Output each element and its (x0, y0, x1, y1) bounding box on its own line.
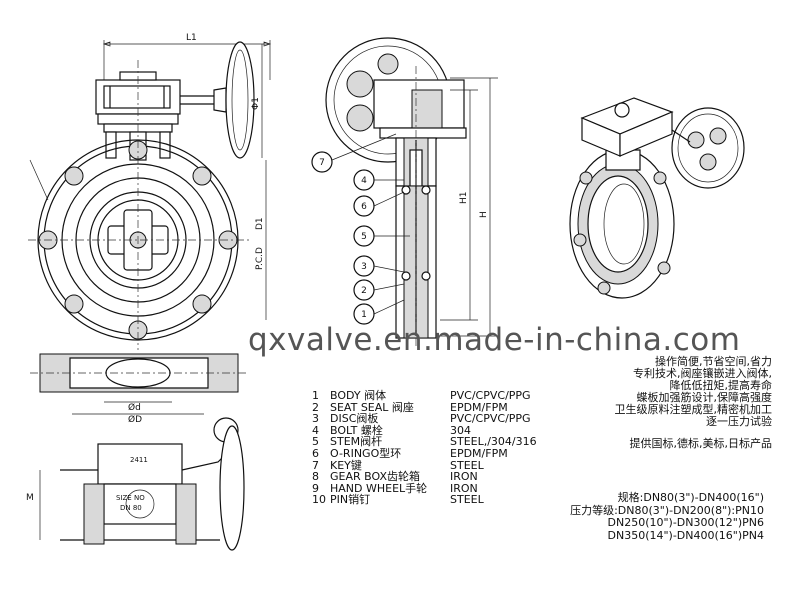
part-name: GEAR BOX齿轮箱 (330, 470, 420, 484)
feature-line: 降低低扭矩,提高寿命 (669, 379, 773, 392)
parts-row: 6 O-RINGO型环 EPDM/FPM (312, 448, 537, 460)
side-section-view: H1 H 7 4 6 5 3 (311, 37, 498, 346)
part-number: 5 (312, 435, 319, 449)
part-material: 304 (450, 423, 471, 437)
isometric-view (569, 97, 745, 299)
svg-text:6: 6 (361, 202, 367, 212)
dim-phi1-label: Φ1 (251, 97, 261, 110)
spec-line: 压力等级:DN80(3")-DN200(8"):PN10 (570, 503, 764, 517)
spec-line: 规格:DN80(3")-DN400(16") (617, 491, 764, 504)
parts-row: 4 BOLT 螺栓 304 (312, 425, 537, 437)
part-name: BODY 阀体 (330, 389, 387, 402)
svg-text:1: 1 (361, 310, 367, 320)
part-material: STEEL,/304/316 (450, 435, 537, 449)
part-material: STEEL (450, 493, 484, 507)
parts-row: 2 SEAT SEAL 阀座 EPDM/FPM (312, 400, 537, 414)
top-section-view: Ød ØD (30, 353, 248, 425)
tag-line1: SIZE NO (116, 494, 145, 502)
feature-line: 卫生级原料注塑成型,精密机加工 (614, 403, 773, 416)
watermark-text: qxvalve.en.made-in-china.com (248, 322, 741, 358)
part-name: SEAT SEAL 阀座 (330, 400, 414, 414)
parts-row: 8 GEAR BOX齿轮箱 IRON (312, 471, 537, 483)
feature-line: 专利技术,阀座镶嵌进入阀体, (633, 367, 772, 380)
specs-block: 规格:DN80(3")-DN400(16") 压力等级:DN80(3")-DN2… (570, 491, 765, 542)
part-material: PVC/CPVC/PPG (450, 389, 531, 402)
part-name: STEM阀杆 (330, 435, 383, 449)
part-material: IRON (450, 470, 478, 484)
part-number: 8 (312, 470, 319, 484)
spec-line: DN350(14")-DN400(16")PN4 (607, 528, 765, 542)
parts-row: 9 HAND WHEEL手轮 IRON (312, 483, 537, 495)
callout-1: 1 (353, 299, 405, 325)
svg-text:2: 2 (361, 286, 367, 296)
part-material: EPDM/FPM (450, 446, 508, 460)
callout-3: 3 (353, 255, 405, 277)
tag-line2: DN 80 (120, 504, 142, 512)
dim-pcd-label: P.C.D (255, 247, 265, 270)
part-number: 1 (312, 389, 319, 402)
parts-row: 10 PIN销钉 STEEL (312, 494, 537, 506)
dim-d1-label: D1 (255, 217, 265, 230)
svg-text:5: 5 (361, 232, 367, 242)
lower-side-view: 2411 SIZE NO DN 80 M (26, 417, 245, 551)
part-number: 6 (312, 446, 319, 460)
part-number: 7 (312, 458, 319, 472)
dim-phi-d-label: Ød (128, 402, 141, 413)
part-name: PIN销钉 (330, 493, 371, 507)
part-material: STEEL (450, 458, 484, 472)
callout-7: 7 (311, 133, 397, 173)
feature-line: 逐一压力试验 (706, 415, 772, 428)
callout-2: 2 (353, 279, 405, 301)
part-material: PVC/CPVC/PPG (450, 412, 531, 426)
dim-h-label: H (479, 211, 489, 218)
parts-row: 5 STEM阀杆 STEEL,/304/316 (312, 436, 537, 448)
standards-line: 提供国标,德标,美标,日标产品 (629, 437, 773, 450)
callout-4: 4 (353, 169, 404, 191)
part-name: BOLT 螺栓 (330, 423, 383, 437)
features-notes: 操作简便,节省空间,省力 专利技术,阀座镶嵌进入阀体, 降低低扭矩,提高寿命 蝶… (615, 356, 773, 450)
dim-phi-D-label: ØD (128, 414, 142, 425)
parts-list: 1 BODY 阀体 PVC/CPVC/PPG 2 SEAT SEAL 阀座 EPDM/FP… (312, 390, 537, 506)
callout-6: 6 (353, 191, 405, 217)
part-material: EPDM/FPM (450, 400, 508, 414)
feature-line: 操作简便,节省空间,省力 (655, 355, 772, 368)
part-number: 10 (312, 493, 326, 507)
part-name: DISC阀板 (330, 412, 379, 426)
part-material: IRON (450, 481, 478, 495)
part-name: HAND WHEEL手轮 (330, 481, 428, 495)
svg-text:4: 4 (361, 176, 367, 186)
part-number: 3 (312, 412, 319, 426)
parts-row: 7 KEY键 STEEL (312, 458, 537, 472)
svg-text:3: 3 (361, 262, 367, 272)
front-view: L1 Φ1 (28, 33, 272, 350)
parts-row: 1 BODY 阀体 PVC/CPVC/PPG (312, 390, 537, 402)
parts-row: 3 DISC阀板 PVC/CPVC/PPG (312, 413, 537, 425)
part-name: O-RINGO型环 (330, 446, 402, 460)
part-name: KEY键 (330, 458, 362, 472)
gearbox-model-text: 2411 (130, 456, 148, 464)
spec-line: DN250(10")-DN300(12")PN6 (607, 516, 765, 529)
svg-text:7: 7 (319, 158, 325, 168)
dim-m-label: M (26, 493, 34, 503)
part-number: 4 (312, 423, 319, 437)
dim-l1-label: L1 (186, 33, 197, 43)
dim-h1-label: H1 (459, 192, 469, 205)
callout-5: 5 (353, 225, 410, 247)
feature-line: 蝶板加强筋设计,保障高强度 (636, 391, 773, 404)
part-number: 9 (312, 481, 319, 495)
part-number: 2 (312, 400, 319, 414)
